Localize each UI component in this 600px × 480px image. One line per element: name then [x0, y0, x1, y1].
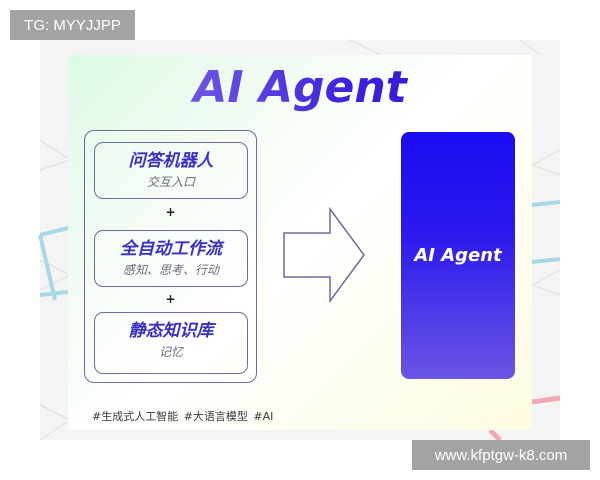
component-qa-bot: 问答机器人 交互入口	[94, 142, 248, 199]
component-subtitle: 感知、思考、行动	[122, 263, 219, 277]
component-heading: 静态知识库	[128, 321, 214, 341]
ai-agent-result-box: AI Agent	[401, 132, 515, 379]
plus-operator: +	[165, 292, 176, 306]
component-knowledge-base: 静态知识库 记忆	[94, 312, 248, 374]
watermark-bottom-right: www.kfptgw-k8.com	[412, 440, 590, 470]
component-subtitle: 交互入口	[146, 175, 195, 189]
component-heading: 全自动工作流	[120, 239, 222, 259]
result-label: AI Agent	[414, 245, 502, 266]
hashtags: #生成式人工智能 #大语言模型 #AI	[92, 410, 274, 423]
component-subtitle: 记忆	[158, 345, 183, 359]
components-stack: 问答机器人 交互入口 + 全自动工作流 感知、思考、行动 + 静态知识库 记忆	[84, 130, 257, 383]
plus-operator: +	[165, 205, 176, 219]
component-workflow: 全自动工作流 感知、思考、行动	[94, 230, 248, 287]
watermark-top-left: TG: MYYJJPP	[10, 10, 135, 40]
component-heading: 问答机器人	[128, 151, 214, 171]
right-arrow-icon	[283, 207, 365, 303]
diagram-title: AI Agent	[0, 62, 600, 113]
